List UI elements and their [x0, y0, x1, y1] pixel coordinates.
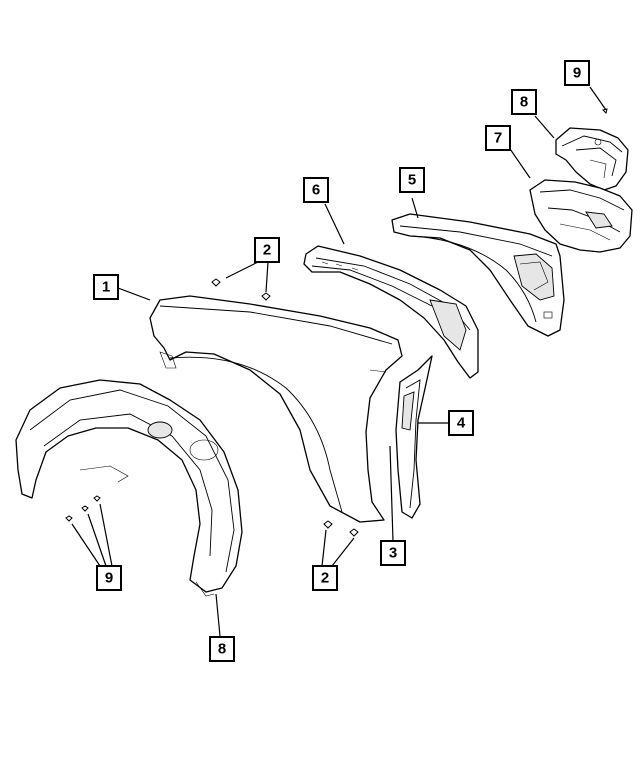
callout-1: 1	[93, 274, 119, 300]
callout-9b: 9	[96, 565, 122, 591]
part-8-upper-shield	[555, 127, 629, 191]
leader-6	[324, 203, 345, 245]
leader-2a-left	[225, 261, 259, 279]
callout-3: 3	[380, 540, 406, 566]
leader-2b-right	[331, 537, 355, 567]
callout-9a-label: 9	[573, 65, 581, 82]
callout-4-label: 4	[457, 415, 466, 432]
part-8-wheelhouse-liner	[15, 379, 243, 597]
callout-9b-label: 9	[105, 570, 113, 587]
part-6-support-rail	[303, 245, 479, 379]
callout-7: 7	[485, 125, 511, 151]
callout-2a: 2	[254, 237, 280, 263]
part-7-shield-assembly	[529, 179, 633, 253]
leader-8a	[534, 115, 555, 139]
part-1-front-fender	[149, 295, 403, 523]
part-2-fasteners-lower	[323, 520, 359, 537]
callout-5: 5	[399, 167, 425, 193]
part-9-clips-lower	[65, 495, 101, 522]
callout-1-label: 1	[102, 279, 110, 296]
leader-1	[117, 287, 151, 301]
callout-2b: 2	[312, 565, 338, 591]
part-2-fasteners-upper	[211, 278, 271, 301]
part-5-inner-panel	[391, 213, 565, 337]
callout-8a: 8	[511, 89, 537, 115]
leader-8b	[215, 593, 221, 637]
leader-9b-3	[99, 503, 113, 567]
callout-9a: 9	[564, 60, 590, 86]
callout-6: 6	[303, 177, 329, 203]
part-4-seal	[395, 355, 433, 519]
leader-9b-1	[71, 523, 101, 567]
leader-7	[507, 145, 531, 179]
callout-2b-label: 2	[321, 570, 329, 587]
callout-8b: 8	[209, 636, 235, 662]
callout-8b-label: 8	[218, 641, 226, 658]
callout-8a-label: 8	[520, 94, 528, 111]
leader-3	[389, 445, 394, 542]
callout-4: 4	[448, 410, 474, 436]
callout-5-label: 5	[408, 172, 416, 189]
leader-9b-2	[87, 513, 107, 567]
leader-2b-left	[321, 529, 327, 567]
leader-lines	[71, 86, 607, 637]
callout-6-label: 6	[312, 182, 320, 199]
leader-5	[411, 197, 419, 219]
callout-2a-label: 2	[263, 242, 271, 259]
callout-3-label: 3	[389, 545, 397, 562]
callout-7-label: 7	[494, 130, 502, 147]
leader-2a-right	[265, 261, 269, 293]
leader-9a	[589, 86, 607, 111]
